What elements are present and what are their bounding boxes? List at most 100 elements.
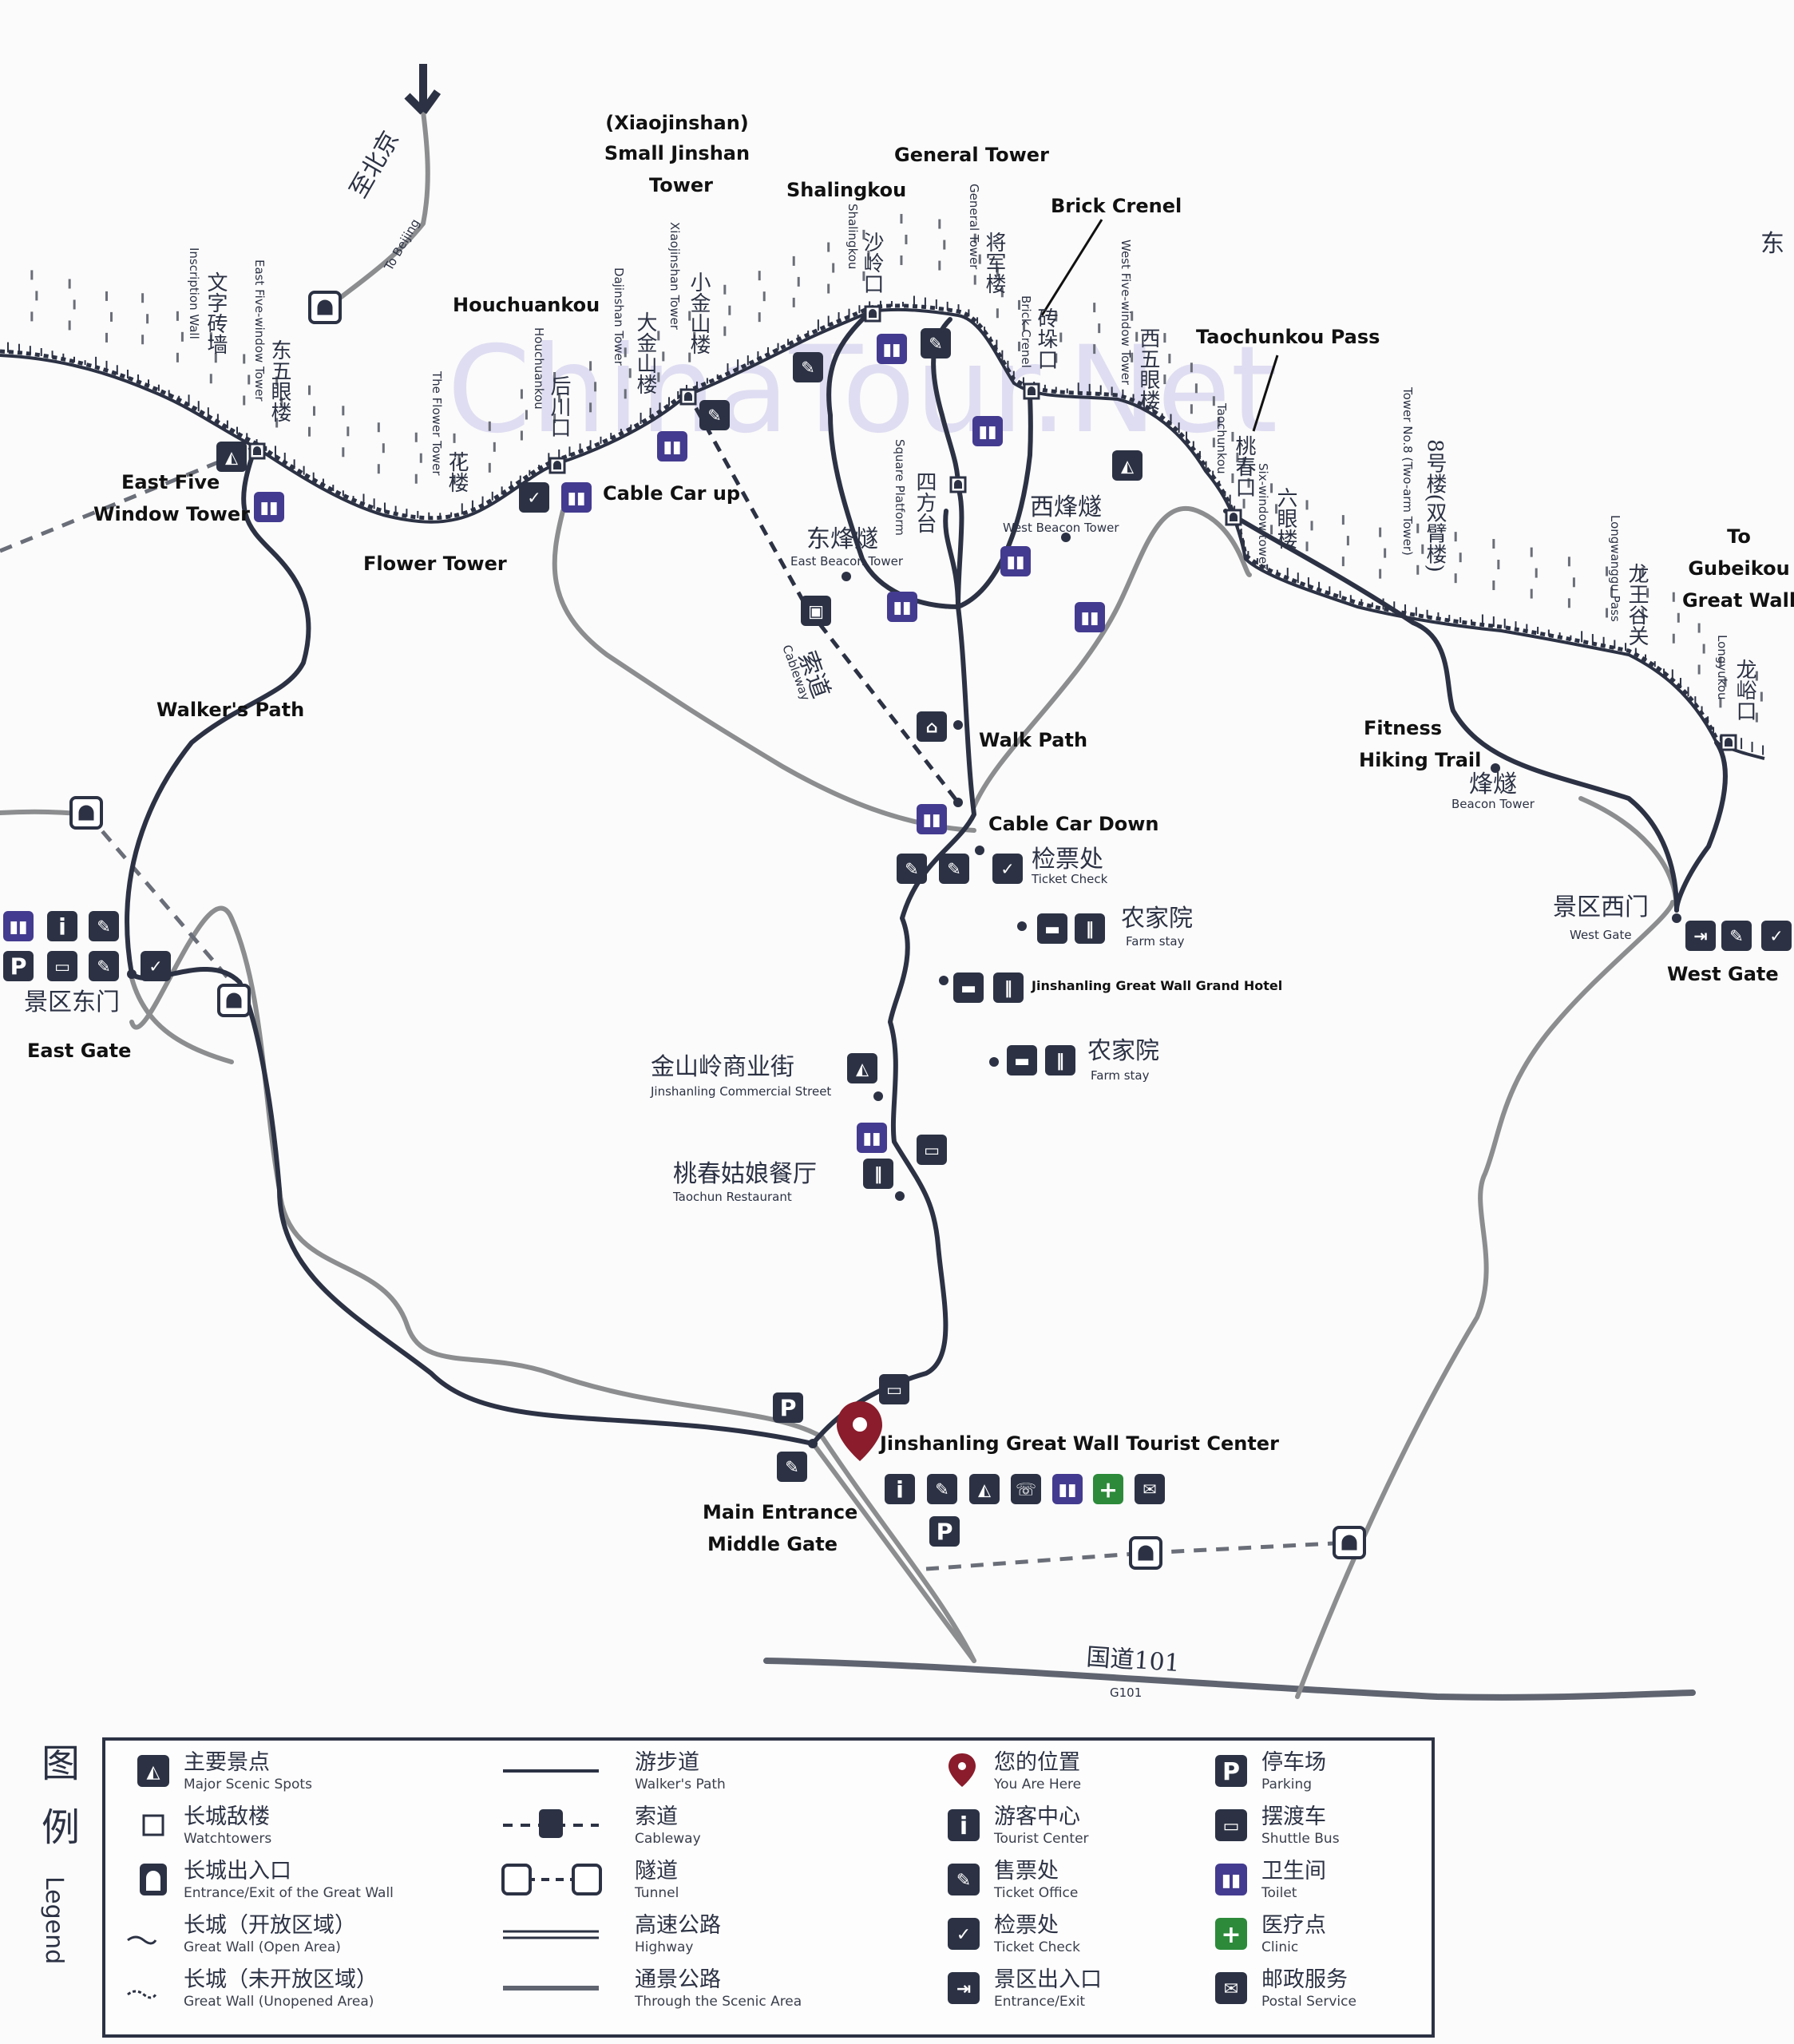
dot-icon	[127, 969, 137, 979]
wall-entrance-icon	[140, 1864, 167, 1895]
shuttle-bus-icon: ▭	[1215, 1809, 1247, 1841]
svg-text:▬: ▬	[1014, 1052, 1030, 1071]
legend-frame	[102, 1737, 1435, 2038]
walkers-path-west	[1223, 509, 1679, 913]
svg-text:◭: ◭	[147, 1762, 160, 1782]
legend-label-zh: 主要景点	[184, 1750, 270, 1775]
legend-label-en: Ticket Check	[993, 1939, 1080, 1955]
svg-text:▮▮: ▮▮	[1059, 1480, 1077, 1499]
wall-open-icon	[127, 1935, 157, 1945]
east-beacon-en: East Beacon Tower	[790, 554, 904, 568]
info-icon: i	[47, 911, 77, 941]
label-cable-car-down: Cable Car Down	[988, 813, 1159, 835]
road-to-gate-slope	[812, 1443, 976, 1663]
dot-icon	[939, 976, 948, 985]
label-gubeikou-1: To	[1727, 525, 1751, 548]
svg-text:◭: ◭	[978, 1480, 991, 1499]
longwanggu-en: Longwanggu Pass	[1608, 515, 1622, 622]
gate-icon	[69, 796, 103, 830]
shalingkou-zh: 沙岭口	[860, 232, 884, 294]
toilet-icon: ▮▮	[877, 334, 907, 364]
farm-stay-1-zh: 农家院	[1121, 905, 1193, 933]
dot-icon	[873, 1091, 883, 1101]
legend-label-zh: 隧道	[635, 1859, 678, 1884]
road-101-en: G101	[1110, 1686, 1142, 1700]
bus-icon: ▭	[917, 1135, 947, 1165]
zh-labels: 检票处 Ticket Check 农家院 Farm stay 农家院 Farm …	[24, 230, 1784, 1204]
svg-text:▬: ▬	[960, 979, 976, 998]
ticket-check-icon: ✓	[948, 1918, 980, 1950]
label-xiaojinshan-1: (Xiaojinshan)	[605, 112, 749, 134]
svg-text:☏: ☏	[1016, 1480, 1036, 1499]
legend-title-zh-1: 图	[42, 1741, 80, 1786]
label-east-five-1: East Five	[121, 471, 220, 493]
restaurant-zh: 桃春姑娘餐厅	[673, 1160, 817, 1188]
svg-text:▮▮: ▮▮	[1081, 608, 1099, 628]
bed-icon: ▬	[953, 972, 984, 1003]
svg-text:⇥: ⇥	[956, 1979, 971, 1999]
walkers-path-west-gate	[1674, 740, 1728, 913]
exit-icon: ⇥	[1685, 921, 1716, 951]
svg-text:✓: ✓	[527, 489, 541, 508]
svg-text:▮▮: ▮▮	[1222, 1871, 1241, 1891]
ticket-office-icon: ✎	[1721, 921, 1752, 951]
walkers-path-east	[125, 445, 815, 1446]
watchtower-icon	[248, 442, 266, 460]
highway-g101	[763, 1658, 1696, 1701]
tunnel-east-gate	[86, 813, 233, 984]
six-window-en: Six-window tower	[1256, 463, 1270, 569]
dot-icon	[1061, 533, 1071, 542]
longwanggu-zh: 龙王谷关	[1625, 563, 1649, 646]
food-icon: ‖	[1075, 913, 1105, 944]
legend-label-zh: 长城敌楼	[184, 1804, 270, 1829]
svg-text:✓: ✓	[1769, 927, 1784, 946]
dot-icon	[842, 572, 851, 581]
tunnel-icon: ⌂	[917, 711, 947, 742]
road-west-beacon	[972, 506, 1252, 809]
cableway-line	[684, 390, 960, 804]
svg-text:▮▮: ▮▮	[663, 438, 682, 457]
legend-label-zh: 检票处	[994, 1913, 1059, 1938]
svg-text:P: P	[1222, 1758, 1240, 1786]
ticket-office-icon: ✎	[897, 854, 927, 884]
parking-icon: P	[929, 1516, 960, 1547]
label-east-five-2: Window Tower	[93, 503, 250, 525]
svg-text:◭: ◭	[856, 1060, 869, 1079]
square-zh: 四方台	[913, 471, 937, 533]
legend-label-zh: 长城出入口	[184, 1859, 291, 1884]
svg-text:✉: ✉	[1224, 1979, 1238, 1999]
walkers-path-brick	[956, 393, 1033, 609]
dot-icon	[808, 1439, 818, 1448]
parking-icon: P	[773, 1392, 803, 1423]
legend-label-en: Great Wall (Open Area)	[184, 1939, 341, 1955]
ticket-office-icon: ✎	[927, 1474, 957, 1504]
no8-zh: 8号楼(双臂楼)	[1423, 439, 1447, 572]
dot-icon	[953, 720, 963, 730]
svg-text:‖: ‖	[1056, 1052, 1064, 1072]
ticket-check-icon: ✓	[992, 854, 1023, 884]
wall-tower-ticks	[6, 213, 1764, 755]
legend-label-en: Highway	[635, 1939, 693, 1955]
legend-label-zh: 长城（开放区域）	[184, 1913, 356, 1938]
walkers-path-main	[810, 509, 976, 1446]
ticket-office-icon: ✎	[939, 854, 969, 884]
farm-stay-1-en: Farm stay	[1126, 934, 1185, 949]
label-xiaojinshan-3: Tower	[649, 174, 713, 196]
label-cable-car-up: Cable Car up	[603, 482, 740, 505]
map-labels: (Xiaojinshan) Small Jinshan Tower Genera…	[27, 112, 1794, 1555]
svg-text:✎: ✎	[97, 957, 111, 976]
houchuankou-en: Houchuankou	[532, 327, 546, 410]
label-walkers-path: Walker's Path	[156, 699, 304, 721]
parking-icon: P	[3, 951, 34, 981]
toilet-icon: ▮▮	[857, 1123, 887, 1153]
svg-text:✉: ✉	[1143, 1480, 1157, 1499]
tower-icon	[1225, 509, 1242, 526]
dajinshan-en: Dajinshan Tower	[612, 267, 626, 366]
